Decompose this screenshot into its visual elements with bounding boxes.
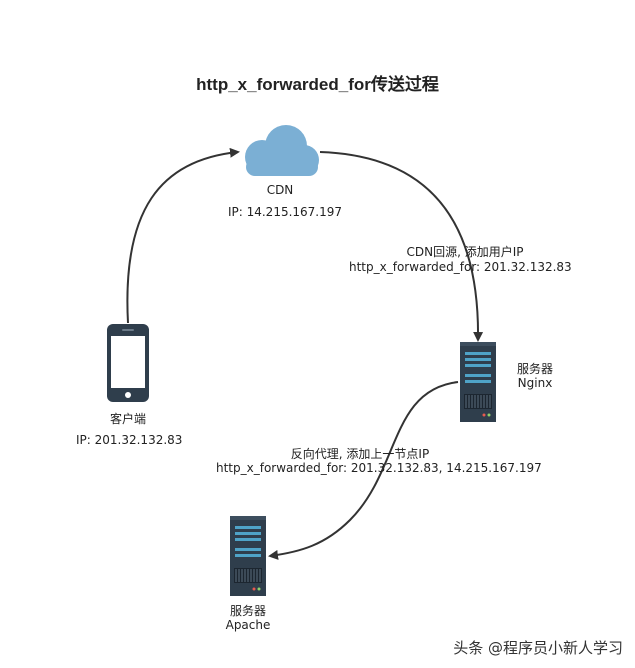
apache-name: 服务器 bbox=[229, 604, 266, 618]
edge-cdn-nginx-label: CDN回源, 添加用户IP bbox=[406, 245, 524, 259]
apache-server-icon bbox=[230, 516, 266, 596]
edge-nginx-apache-label: 反向代理, 添加上一节点IP bbox=[290, 447, 430, 461]
watermark: 头条 @程序员小新人学习 bbox=[453, 639, 623, 657]
client-ip: IP: 201.32.132.83 bbox=[76, 433, 183, 447]
nginx-server-icon bbox=[460, 342, 496, 422]
smartphone-icon bbox=[107, 324, 149, 402]
edge-cdn-to-nginx bbox=[319, 151, 484, 342]
edge-cdn-nginx-header: http_x_forwarded_for: 201.32.132.83 bbox=[349, 260, 572, 274]
cdn-ip: IP: 14.215.167.197 bbox=[227, 205, 343, 219]
cdn-name: CDN bbox=[266, 183, 294, 197]
client-name: 客户端 bbox=[109, 412, 146, 426]
nginx-name: 服务器 bbox=[516, 362, 553, 376]
nginx-sub: Nginx bbox=[517, 376, 553, 390]
edge-client-to-cdn bbox=[126, 147, 240, 324]
edge-nginx-to-apache bbox=[268, 381, 459, 560]
apache-sub: Apache bbox=[225, 618, 271, 632]
edge-nginx-apache-header: http_x_forwarded_for: 201.32.132.83, 14.… bbox=[216, 461, 542, 475]
cloud-icon bbox=[245, 125, 319, 176]
diagram-title: http_x_forwarded_for传送过程 bbox=[196, 75, 439, 94]
